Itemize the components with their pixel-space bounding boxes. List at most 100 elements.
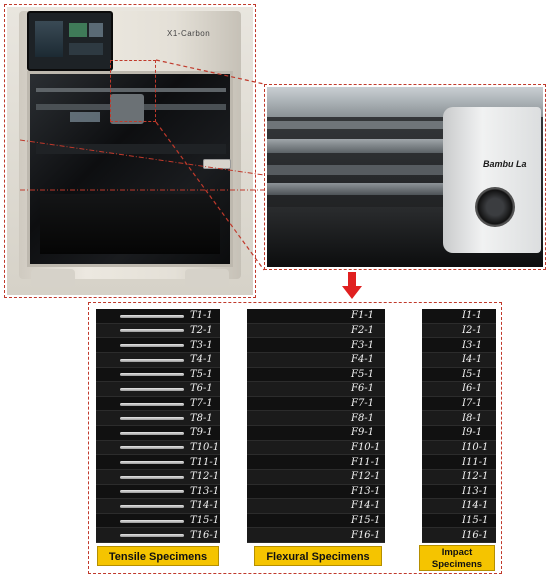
specimen-id: T11-1 bbox=[190, 456, 220, 468]
closeup-photo: Bambu La bbox=[267, 87, 543, 267]
specimen-id: T1-1 bbox=[190, 310, 213, 322]
specimen-id: T10-1 bbox=[190, 441, 220, 453]
specimen-id: F14-1 bbox=[351, 500, 381, 512]
specimen-strip bbox=[247, 352, 385, 368]
specimen-strip bbox=[422, 440, 496, 456]
specimen-gauge bbox=[120, 314, 184, 318]
specimen-id: T13-1 bbox=[190, 485, 220, 497]
door-handle bbox=[203, 159, 231, 169]
fan-icon bbox=[475, 187, 515, 227]
specimen-id: T2-1 bbox=[190, 324, 213, 336]
specimen-strip bbox=[422, 309, 496, 324]
specimen-strip bbox=[247, 528, 385, 543]
specimen-id: I5-1 bbox=[462, 368, 483, 380]
specimen-id: T16-1 bbox=[190, 529, 220, 541]
specimen-strip bbox=[422, 528, 496, 543]
tensile-label: Tensile Specimens bbox=[97, 546, 219, 566]
specimen-strip bbox=[247, 309, 385, 324]
specimen-gauge bbox=[120, 329, 184, 333]
specimen-strip bbox=[247, 338, 385, 353]
specimen-gauge bbox=[120, 387, 184, 391]
specimens-frame bbox=[88, 302, 502, 574]
specimen-id: F8-1 bbox=[351, 412, 375, 424]
specimen-id: F4-1 bbox=[351, 354, 375, 366]
specimen-gauge bbox=[120, 358, 184, 362]
printer-foot-right bbox=[185, 269, 229, 287]
specimen-id: T14-1 bbox=[190, 500, 220, 512]
specimen-id: F3-1 bbox=[351, 339, 375, 351]
specimen-id: T15-1 bbox=[190, 515, 220, 527]
specimen-strip bbox=[422, 455, 496, 470]
specimen-id: T7-1 bbox=[190, 398, 213, 410]
specimen-gauge bbox=[120, 519, 184, 523]
printer-brand-text: X1-Carbon bbox=[167, 29, 211, 38]
specimen-id: F2-1 bbox=[351, 324, 375, 336]
specimen-strip bbox=[422, 352, 496, 368]
specimen-id: I12-1 bbox=[462, 471, 489, 483]
specimen-id: I9-1 bbox=[462, 427, 483, 439]
specimen-id: F6-1 bbox=[351, 383, 375, 395]
specimen-id: T5-1 bbox=[190, 368, 213, 380]
specimen-strip bbox=[247, 367, 385, 383]
specimen-id: I6-1 bbox=[462, 383, 483, 395]
specimen-id: F10-1 bbox=[351, 441, 381, 453]
impact-label-line1: Impact bbox=[441, 547, 473, 558]
specimen-gauge bbox=[120, 417, 184, 421]
specimen-strip bbox=[247, 513, 385, 529]
specimen-id: T9-1 bbox=[190, 427, 213, 439]
specimen-gauge bbox=[120, 431, 184, 435]
specimen-id: I10-1 bbox=[462, 441, 489, 453]
flexural-label: Flexural Specimens bbox=[254, 546, 382, 566]
specimen-id: T6-1 bbox=[190, 383, 213, 395]
specimen-id: I4-1 bbox=[462, 354, 483, 366]
specimen-gauge bbox=[120, 534, 184, 538]
specimen-gauge bbox=[120, 373, 184, 377]
specimen-strip bbox=[247, 323, 385, 339]
specimen-id: F5-1 bbox=[351, 368, 375, 380]
specimen-gauge bbox=[120, 446, 184, 450]
specimen-strip bbox=[247, 484, 385, 500]
specimen-strip bbox=[247, 455, 385, 470]
specimen-strip bbox=[422, 426, 496, 441]
specimen-id: I14-1 bbox=[462, 500, 489, 512]
impact-label-line2: Specimens bbox=[431, 559, 483, 570]
specimen-strip bbox=[247, 411, 385, 426]
specimen-strip bbox=[422, 411, 496, 426]
touch-screen bbox=[27, 11, 113, 71]
specimen-strip bbox=[247, 499, 385, 514]
specimen-strip bbox=[247, 396, 385, 412]
printer-foot-left bbox=[31, 269, 75, 287]
specimen-strip bbox=[422, 396, 496, 412]
specimen-id: I15-1 bbox=[462, 515, 489, 527]
specimen-id: I2-1 bbox=[462, 324, 483, 336]
impact-label: Impact Specimens bbox=[419, 545, 495, 571]
specimen-gauge bbox=[120, 475, 184, 479]
specimen-id: I1-1 bbox=[462, 310, 483, 322]
specimen-strip bbox=[247, 469, 385, 485]
specimen-strip bbox=[247, 426, 385, 441]
specimen-id: F12-1 bbox=[351, 471, 381, 483]
specimen-strip bbox=[422, 513, 496, 529]
specimen-strip bbox=[422, 338, 496, 353]
specimen-id: T12-1 bbox=[190, 471, 220, 483]
specimen-strip bbox=[247, 382, 385, 397]
printer-photo: X1-Carbon bbox=[7, 7, 253, 295]
specimen-strip bbox=[422, 323, 496, 339]
specimen-id: I13-1 bbox=[462, 485, 489, 497]
printer-photo-frame bbox=[4, 4, 256, 298]
specimen-id: F9-1 bbox=[351, 427, 375, 439]
specimen-id: T8-1 bbox=[190, 412, 213, 424]
closeup-photo-frame bbox=[264, 84, 546, 270]
specimen-strip bbox=[422, 484, 496, 500]
specimen-id: I3-1 bbox=[462, 339, 483, 351]
specimen-strip bbox=[422, 499, 496, 514]
toolhead: Bambu La bbox=[443, 107, 541, 253]
specimen-id: F7-1 bbox=[351, 398, 375, 410]
specimen-gauge bbox=[120, 402, 184, 406]
specimen-gauge bbox=[120, 461, 184, 465]
specimen-gauge bbox=[120, 344, 184, 348]
